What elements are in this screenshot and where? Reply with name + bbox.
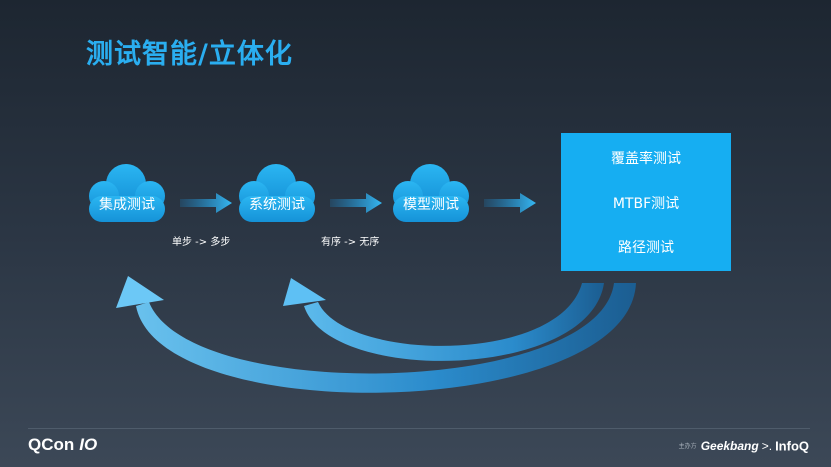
arrow-right-icon	[180, 193, 232, 213]
return-arrow-inner	[283, 278, 604, 361]
footer-divider	[28, 428, 810, 429]
slide-title: 测试智能/立体化	[86, 39, 293, 70]
transition-label-ordered-to-unordered: 有序 -> 无序	[321, 237, 380, 248]
cloud-label: 模型测试	[403, 197, 459, 213]
transition-label-single-to-multi: 单步 -> 多步	[172, 237, 231, 248]
qcon-mark: IO	[79, 435, 98, 454]
cloud-node-model: 模型测试	[384, 160, 478, 228]
box-item-mtbf: MTBF测试	[612, 196, 680, 212]
return-arrow-outer	[116, 276, 636, 393]
box-item-path: 路径测试	[618, 240, 674, 256]
qcon-text: QCon	[28, 435, 75, 454]
arrow-right-icon	[484, 193, 536, 213]
arrow-right-icon	[330, 193, 382, 213]
infoq-logo: InfoQ	[775, 438, 809, 454]
test-types-box: 覆盖率测试 MTBF测试 路径测试	[561, 133, 731, 271]
sponsor-caption: 主办方	[678, 444, 697, 451]
cloud-icon	[393, 164, 469, 222]
cloud-node-system: 系统测试	[230, 160, 324, 228]
box-item-coverage: 覆盖率测试	[611, 151, 681, 167]
cloud-icon	[89, 164, 165, 222]
cloud-label: 系统测试	[249, 197, 305, 213]
cloud-icon	[239, 164, 315, 222]
cloud-node-integration: 集成测试	[80, 160, 174, 228]
cloud-label: 集成测试	[99, 197, 155, 213]
logo-separator: >.	[761, 438, 773, 453]
geekbang-logo: Geekbang	[700, 438, 759, 453]
